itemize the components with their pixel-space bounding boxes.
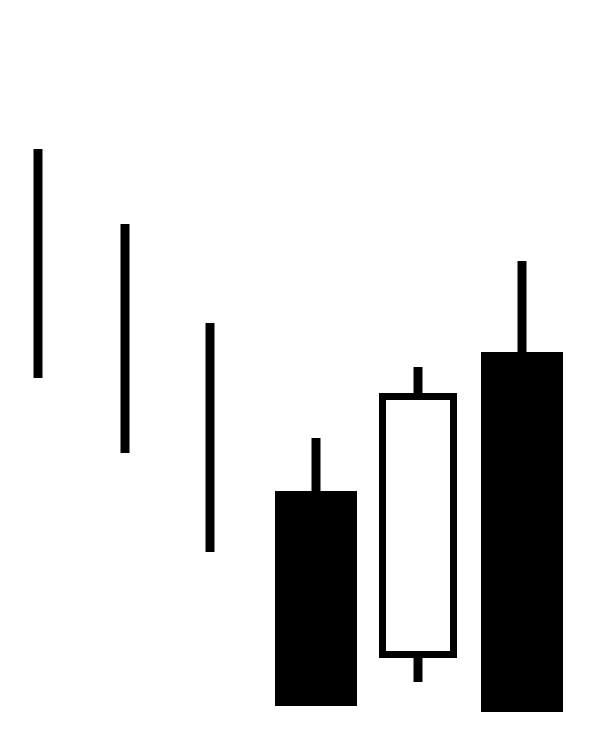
candle-4 — [275, 438, 357, 706]
candle-6 — [481, 261, 563, 712]
candles-layer — [33, 149, 563, 712]
candle-4-body — [275, 491, 357, 706]
candle-6-body — [481, 352, 563, 712]
candle-5 — [379, 367, 457, 682]
candle-5-body — [379, 393, 457, 658]
